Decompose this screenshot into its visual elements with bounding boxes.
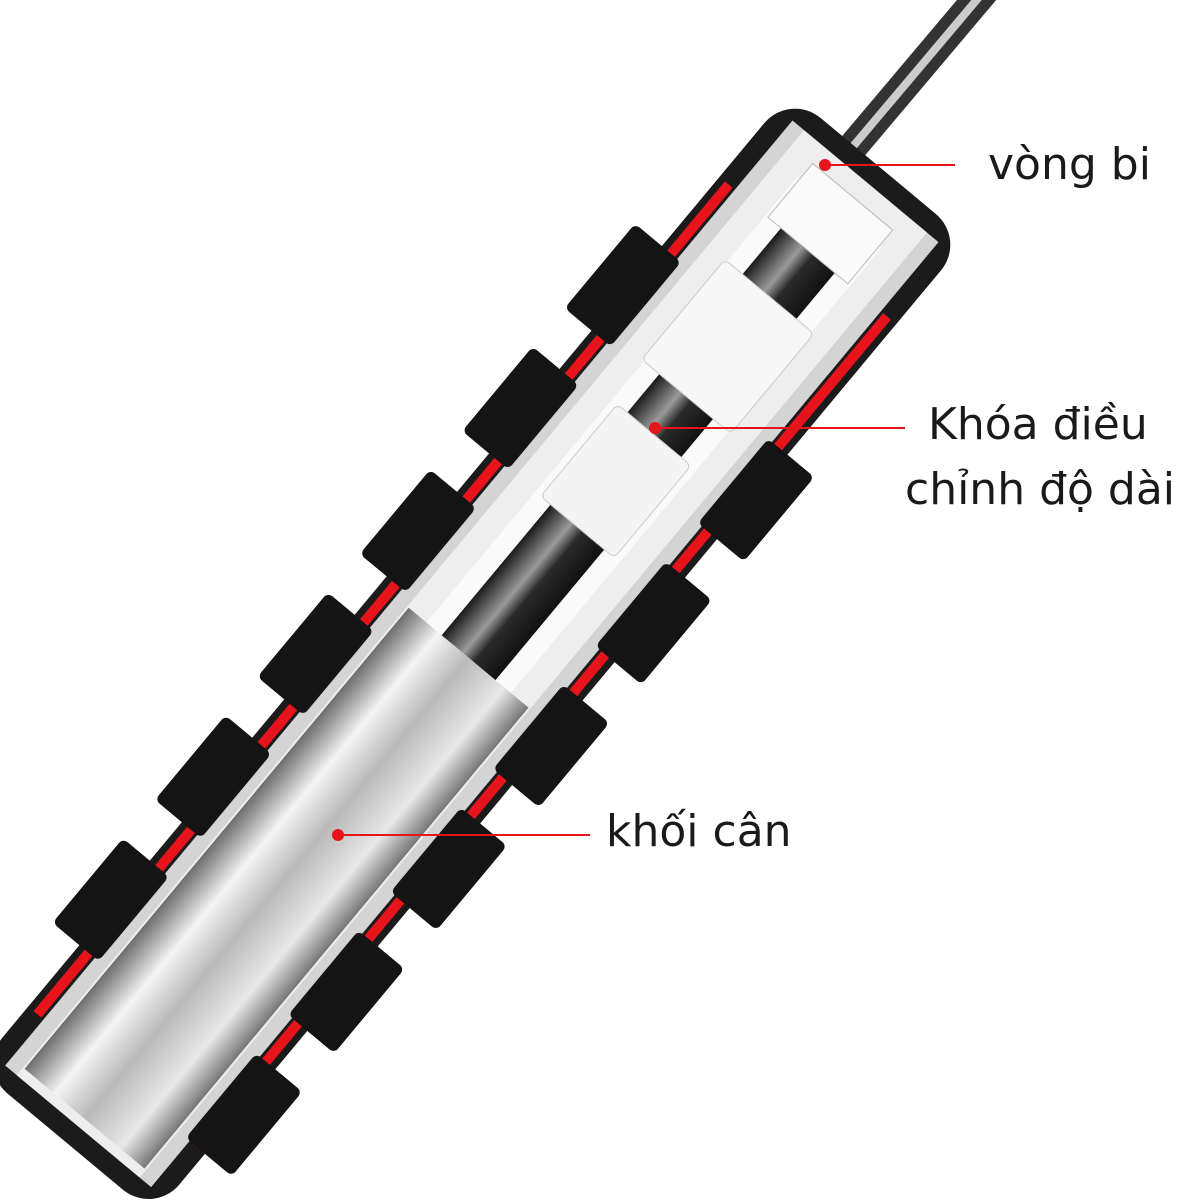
callout-weight bbox=[332, 829, 590, 841]
grip-blocks bbox=[54, 226, 812, 1174]
handle bbox=[0, 108, 951, 1199]
callout-length-lock bbox=[649, 422, 905, 434]
label-bearing: vòng bi bbox=[988, 139, 1151, 190]
bearing bbox=[767, 162, 894, 285]
weight-cylinder bbox=[24, 607, 529, 1169]
label-weight: khối cân bbox=[606, 806, 792, 857]
callout-bearing bbox=[819, 159, 955, 171]
label-length-lock-line2: chỉnh độ dài bbox=[905, 464, 1176, 515]
length-lock bbox=[542, 406, 690, 556]
label-length-lock-line1: Khóa điều bbox=[928, 399, 1148, 450]
